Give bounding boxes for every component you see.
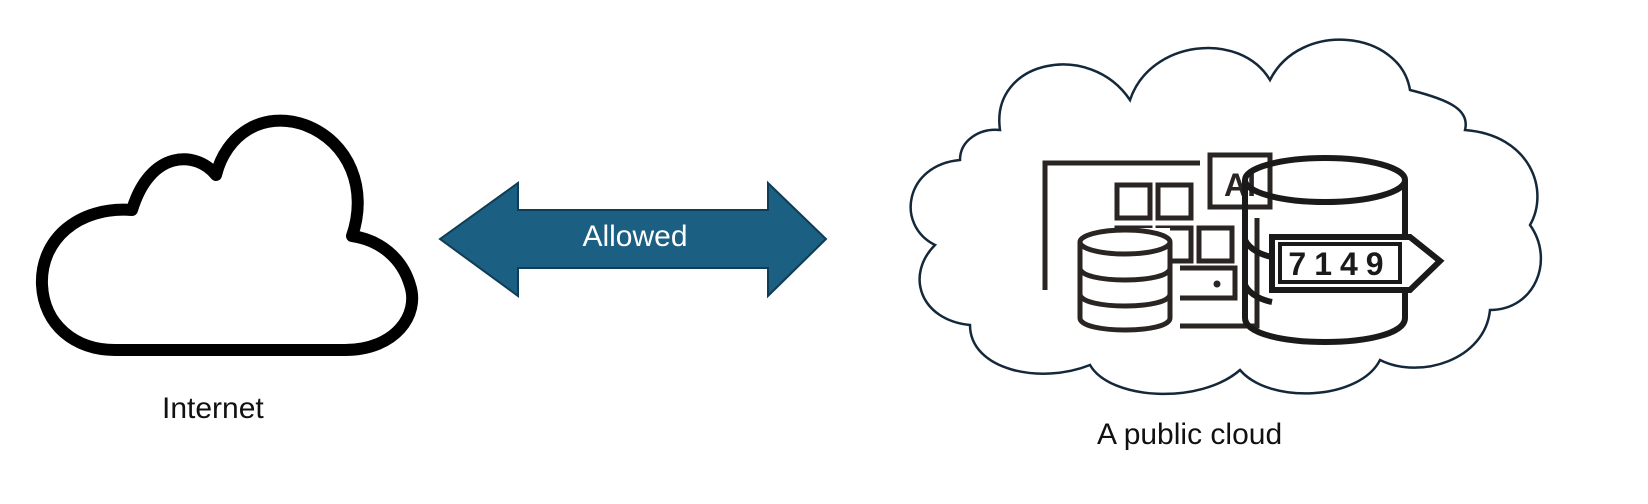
public-cloud-shape: [909, 38, 1542, 395]
ai-database-app-icon: AI: [1042, 152, 1273, 333]
svg-text:7149: 7149: [1288, 246, 1391, 282]
tagged-database-icon: 7149: [1242, 155, 1445, 345]
allowed-double-arrow: [438, 180, 828, 299]
edge-label-allowed: Allowed: [582, 220, 688, 253]
internet-cloud-icon: [35, 114, 419, 356]
public-cloud-label: A public cloud: [1097, 418, 1283, 451]
internet-label: Internet: [162, 392, 264, 425]
